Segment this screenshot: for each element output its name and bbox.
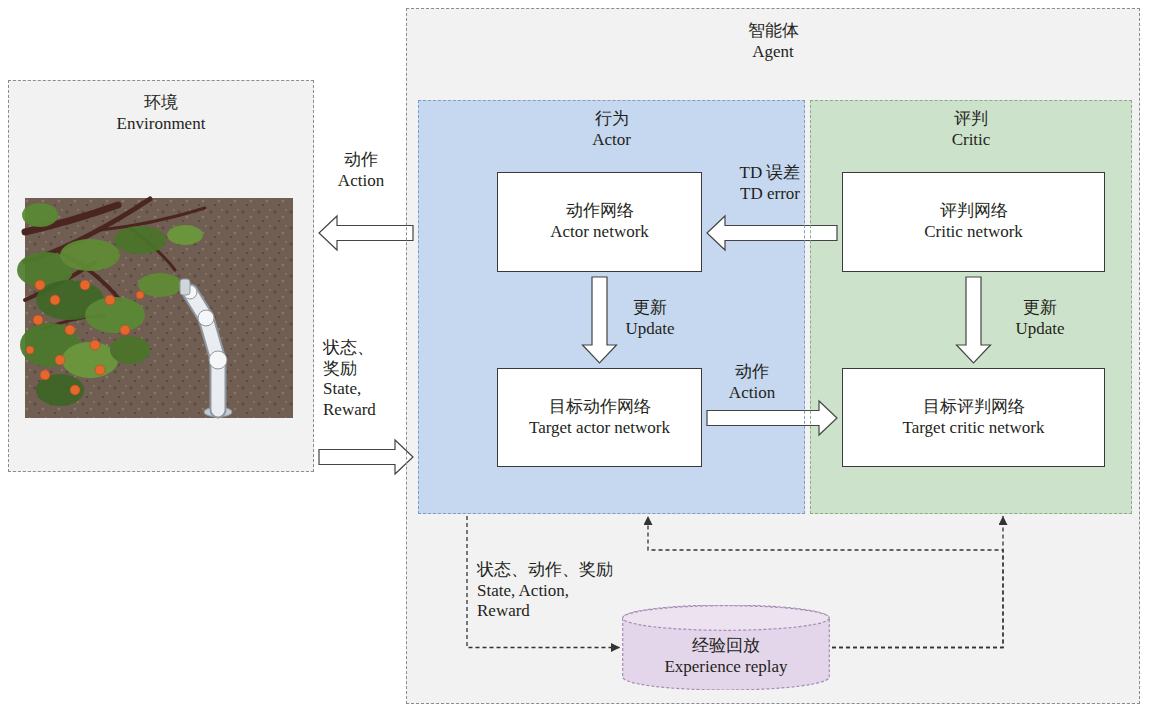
oranges-part [70, 385, 80, 395]
group-heading: 评判 Critic [950, 109, 992, 150]
oranges-part [26, 346, 34, 354]
actor-fill [418, 100, 805, 514]
tree-foliage-part [167, 225, 203, 245]
network-box: 目标评判网络 Target critic network [842, 368, 1105, 467]
robot-arm-part [190, 292, 218, 410]
agent-fill [406, 8, 1140, 704]
oranges-part [40, 370, 50, 380]
box-label: 评判网络 Critic network [923, 201, 1025, 242]
cylinder-body [623, 605, 830, 690]
oranges-part [80, 280, 90, 290]
edge-label: 动作 Action [727, 362, 777, 403]
oranges-part [90, 340, 100, 350]
tree-foliage-part [138, 273, 182, 297]
group-heading: 环境 Environment [115, 93, 207, 134]
environment-panel: 环境 Environment [8, 80, 314, 472]
critic-group: 评判 Critic 评判网络 Critic network 目标评判网络 Targe… [810, 100, 1132, 514]
critic-fill [810, 100, 1132, 514]
oranges-part [50, 295, 60, 305]
box-label: 经验回放 Experience replay [663, 636, 790, 677]
replay-cylinder: 经验回放 Experience replay [622, 605, 830, 690]
robot-arm-part [198, 310, 214, 326]
group-heading: 行为 Actor [591, 109, 633, 150]
edge-label-box: 状态、动作、奖励 State, Action, Reward [477, 560, 617, 622]
tree-foliage-part [85, 297, 145, 333]
network-box: 动作网络 Actor network [497, 172, 702, 272]
edge-label: TD 误差 TD error [738, 163, 802, 204]
oranges-part [120, 325, 130, 335]
oranges-part [105, 295, 115, 305]
dashed-arrow [467, 516, 620, 648]
block-arrow [583, 277, 617, 363]
box-label: 目标评判网络 Target critic network [901, 397, 1046, 438]
oranges-part [136, 291, 144, 299]
tree-foliage [17, 203, 203, 406]
dashed-arrow [832, 516, 1003, 648]
robot-arm [180, 279, 232, 417]
edge-label-box: 动作 Action [336, 150, 386, 191]
oranges-part [65, 325, 75, 335]
box-label: 目标动作网络 Target actor network [527, 397, 672, 438]
cylinder-top [623, 606, 830, 631]
oranges-part [95, 365, 105, 375]
tree-foliage-part [110, 336, 150, 364]
robot-arm-part [209, 351, 227, 369]
tree-foliage-part [62, 342, 118, 378]
edge-label: 更新 Update [624, 298, 677, 339]
environment-fill [8, 80, 314, 472]
robot-arm-part [190, 292, 218, 410]
orchard-scene [17, 198, 293, 418]
edge-label-box: 更新 Update [624, 298, 677, 339]
box-label: 动作网络 Actor network [549, 201, 651, 242]
oranges-part [33, 315, 43, 325]
network-box: 评判网络 Critic network [842, 172, 1105, 272]
edge-label-box: TD 误差 TD error [738, 163, 802, 204]
edge-label-box: 动作 Action [727, 362, 777, 403]
tree-foliage-part [22, 203, 58, 227]
oranges-part [55, 355, 65, 365]
robot-arm-part [180, 279, 190, 295]
oranges-part [35, 280, 45, 290]
soil-ground [25, 198, 293, 418]
edge-label: 动作 Action [336, 150, 386, 191]
oranges [26, 280, 144, 395]
edge-label-box: 更新 Update [1014, 298, 1067, 339]
edge-label: 状态、 奖励 State, Reward [323, 338, 385, 421]
actor-group: 行为 Actor 动作网络 Actor network 目标动作网络 Target … [418, 100, 805, 514]
edge-label: 状态、动作、奖励 State, Action, Reward [477, 560, 617, 622]
block-arrow [319, 216, 413, 250]
network-box: 目标动作网络 Target actor network [497, 368, 702, 467]
block-arrow [319, 440, 413, 474]
block-arrow [707, 401, 837, 435]
block-arrow [957, 277, 991, 363]
group-heading: 智能体 Agent [746, 21, 800, 62]
block-arrow [707, 216, 837, 250]
edge-label-box: 状态、 奖励 State, Reward [323, 338, 385, 421]
tree-foliage-part [60, 239, 120, 271]
tree-foliage-part [114, 226, 166, 254]
edge-label: 更新 Update [1014, 298, 1067, 339]
